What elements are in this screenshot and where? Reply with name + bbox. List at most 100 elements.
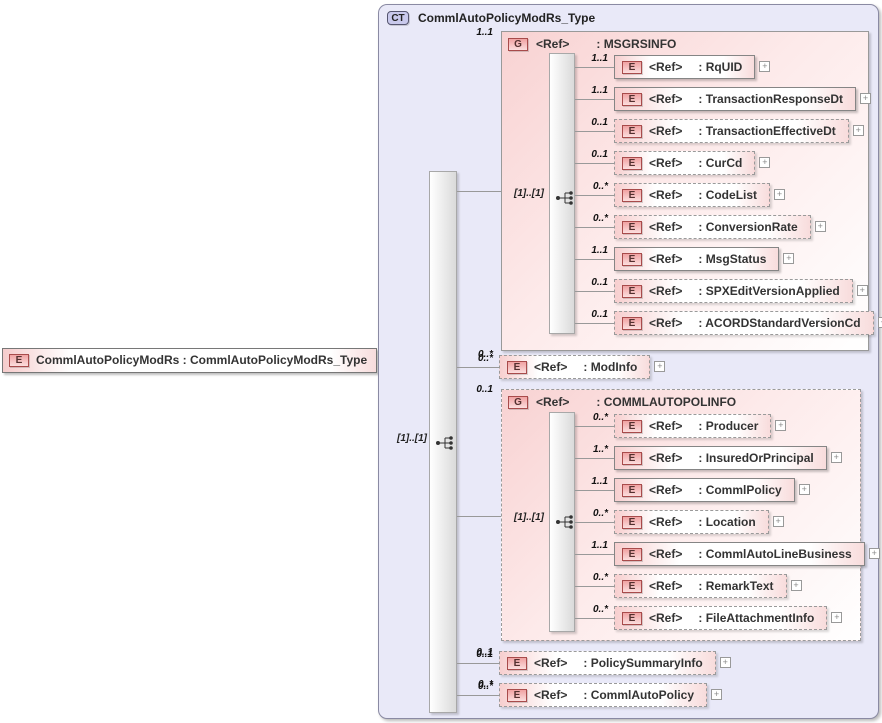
element-badge: E — [622, 220, 642, 234]
expand-icon[interactable]: + — [759, 61, 771, 72]
element-badge: E — [622, 252, 642, 266]
element-codelist[interactable]: E<Ref>: CodeList+ — [614, 183, 786, 207]
expand-icon[interactable]: + — [877, 317, 882, 328]
element-modinfo[interactable]: E<Ref>: ModInfo+ — [499, 355, 666, 379]
expand-icon[interactable]: + — [759, 157, 771, 168]
element-name: : RemarkText — [698, 579, 774, 593]
expand-icon[interactable]: + — [774, 189, 786, 200]
element-policysummaryinfo[interactable]: E<Ref>: PolicySummaryInfo+ — [499, 651, 731, 675]
connector-line — [575, 67, 614, 68]
ref-label: <Ref> — [649, 419, 683, 433]
element-location[interactable]: E<Ref>: Location+ — [614, 510, 784, 534]
element-remarktext[interactable]: E<Ref>: RemarkText+ — [614, 574, 802, 598]
connector-line — [575, 163, 614, 164]
element-fileattachmentinfo[interactable]: E<Ref>: FileAttachmentInfo+ — [614, 606, 843, 630]
element-commlpolicy[interactable]: E<Ref>: CommlPolicy+ — [614, 478, 810, 502]
connector-line — [575, 586, 614, 587]
expand-icon[interactable]: + — [856, 285, 868, 296]
cardinality-label: 0..1 — [476, 384, 493, 395]
expand-icon[interactable]: + — [654, 361, 666, 372]
cardinality-label: 0..* — [477, 679, 493, 690]
expand-icon[interactable]: + — [798, 484, 810, 495]
element-insuredorprincipal[interactable]: E<Ref>: InsuredOrPrincipal+ — [614, 446, 842, 470]
expand-icon[interactable]: + — [719, 657, 731, 668]
element-badge: E — [622, 188, 642, 202]
connector-line — [457, 695, 499, 696]
expand-icon[interactable]: + — [783, 253, 795, 264]
expand-icon[interactable]: + — [711, 689, 723, 700]
element-badge: E — [622, 124, 642, 138]
element-transactioneffectivedt[interactable]: E<Ref>: TransactionEffectiveDt+ — [614, 119, 864, 143]
cardinality-label: 0..* — [592, 213, 608, 224]
connector-line — [575, 522, 614, 523]
expand-icon[interactable]: + — [775, 420, 787, 431]
root-element-box[interactable]: E CommlAutoPolicyModRs : CommlAutoPolicy… — [2, 347, 378, 373]
ref-label: <Ref> — [534, 360, 568, 374]
element-name: : MsgStatus — [698, 252, 767, 266]
complex-type-container: CT CommlAutoPolicyModRs_Type [1]..[1] 1.… — [378, 4, 882, 719]
expand-icon[interactable]: + — [860, 93, 872, 104]
ref-label: <Ref> — [534, 656, 568, 670]
expand-icon[interactable]: + — [852, 125, 864, 136]
cardinality-label: 0..* — [592, 181, 608, 192]
cardinality-label: 0..* — [592, 604, 608, 615]
element-rquid[interactable]: E<Ref>: RqUID+ — [614, 55, 771, 79]
group-header: G <Ref> : COMMLAUTOPOLINFO — [508, 395, 736, 409]
element-spxeditversionapplied[interactable]: E<Ref>: SPXEditVersionApplied+ — [614, 279, 868, 303]
compositor-cardinality: [1]..[1] — [514, 512, 544, 523]
cardinality-label: 1..1 — [591, 476, 608, 487]
ref-label: <Ref> — [649, 188, 683, 202]
cardinality-label: 0..* — [477, 349, 493, 360]
connector-line — [575, 426, 614, 427]
element-name: : CommlAutoPolicy — [583, 688, 695, 702]
element-badge: E — [507, 360, 527, 374]
expand-icon[interactable]: + — [814, 221, 826, 232]
complex-type-header: CT CommlAutoPolicyModRs_Type — [387, 11, 595, 25]
element-commlautopolicy[interactable]: E<Ref>: CommlAutoPolicy+ — [499, 683, 723, 707]
element-name: : ACORDStandardVersionCd — [698, 316, 861, 330]
connector-line — [575, 554, 614, 555]
compositor-cardinality: [1]..[1] — [514, 188, 544, 199]
element-transactionresponsedt[interactable]: E<Ref>: TransactionResponseDt+ — [614, 87, 872, 111]
element-badge: E — [622, 451, 642, 465]
expand-icon[interactable]: + — [831, 612, 843, 623]
element-badge: E — [622, 547, 642, 561]
element-name: : PolicySummaryInfo — [583, 656, 703, 670]
expand-icon[interactable]: + — [772, 516, 784, 527]
element-msgstatus[interactable]: E <Ref> : MsgStatus + — [614, 247, 795, 271]
group-badge: G — [508, 395, 528, 409]
cardinality-label: 0..1 — [591, 277, 608, 288]
element-curcd[interactable]: E<Ref>: CurCd+ — [614, 151, 771, 175]
ref-label: <Ref> — [649, 252, 683, 266]
element-badge: E — [622, 284, 642, 298]
sequence-icon — [435, 434, 455, 452]
expand-icon[interactable]: + — [830, 452, 842, 463]
element-name: : Producer — [698, 419, 759, 433]
element-name: : InsuredOrPrincipal — [698, 451, 814, 465]
expand-icon[interactable]: + — [868, 548, 880, 559]
element-badge: E — [622, 60, 642, 74]
connector-line — [457, 516, 501, 517]
ref-label: <Ref> — [649, 547, 683, 561]
ref-label: <Ref> — [649, 220, 683, 234]
ref-label: <Ref> — [649, 483, 683, 497]
element-conversionrate[interactable]: E<Ref>: ConversionRate+ — [614, 215, 826, 239]
element-acordstandardversioncd[interactable]: E<Ref>: ACORDStandardVersionCd+ — [614, 311, 882, 335]
ref-label: <Ref> — [649, 92, 683, 106]
element-badge: E — [622, 579, 642, 593]
ref-label: <Ref> — [536, 37, 570, 51]
cardinality-label: 1..1 — [591, 53, 608, 64]
element-badge: E — [622, 316, 642, 330]
sequence-icon — [555, 189, 575, 207]
element-producer[interactable]: E<Ref>: Producer+ — [614, 414, 787, 438]
expand-icon[interactable]: + — [790, 580, 802, 591]
group-badge: G — [508, 37, 528, 51]
complex-type-title: CommlAutoPolicyModRs_Type — [418, 11, 596, 25]
element-commlautolinebusiness[interactable]: E<Ref>: CommlAutoLineBusiness+ — [614, 542, 880, 566]
connector-line — [575, 195, 614, 196]
connector-line — [575, 458, 614, 459]
connector-line — [575, 291, 614, 292]
